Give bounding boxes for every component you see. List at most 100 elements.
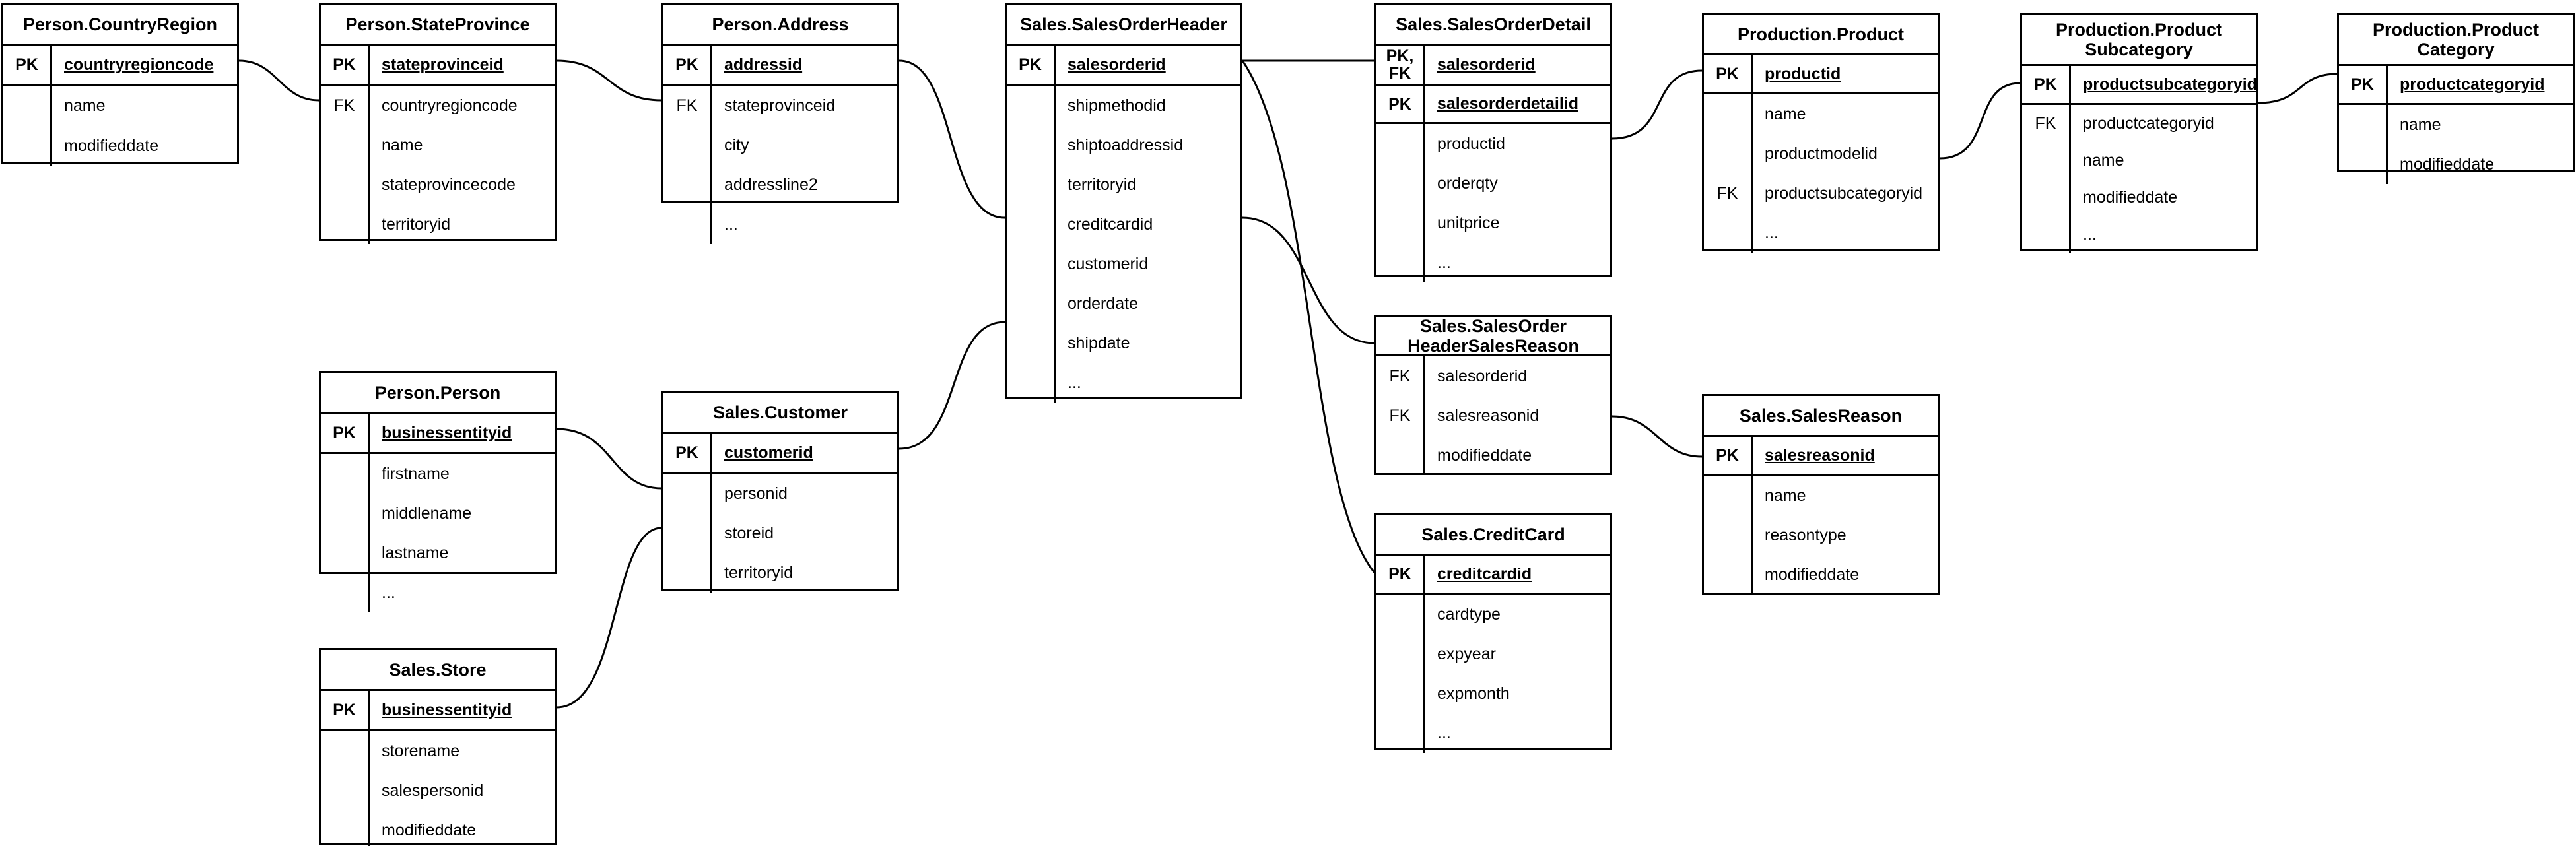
relationship-salesorderdetail-product[interactable] — [1594, 62, 1712, 148]
relationship-salesorderheader-salesorderdetail[interactable] — [1232, 51, 1392, 71]
attribute-row[interactable]: stateprovincecode — [321, 165, 555, 205]
attribute-row[interactable]: expyear — [1376, 634, 1610, 674]
attribute-key-badge: PK — [2022, 66, 2071, 103]
attribute-key-badge: PK — [1376, 86, 1425, 122]
relationship-salesorderheader-creditcard[interactable] — [1232, 52, 1385, 581]
attribute-row[interactable]: name — [3, 86, 237, 126]
attribute-row[interactable]: ... — [1376, 243, 1610, 282]
attribute-key-badge — [2339, 145, 2388, 184]
attribute-row[interactable]: orderdate — [1007, 284, 1240, 323]
attribute-row[interactable]: modifieddate — [1376, 436, 1610, 475]
attribute-row[interactable]: name — [321, 125, 555, 165]
attribute-name: salespersonid — [382, 781, 484, 800]
relationship-stateprovince-address[interactable] — [546, 52, 679, 110]
attribute-row[interactable]: middlename — [321, 494, 555, 533]
attribute-key-badge: PK — [663, 434, 712, 472]
attribute-row[interactable]: ... — [2022, 216, 2256, 253]
attribute-row[interactable]: name — [1704, 94, 1938, 134]
attribute-row[interactable]: lastname — [321, 533, 555, 573]
attribute-row[interactable]: productid — [1376, 124, 1610, 164]
attribute-row[interactable]: territoryid — [321, 205, 555, 244]
attribute-row[interactable]: modifieddate — [321, 810, 555, 846]
attribute-row[interactable]: shipdate — [1007, 323, 1240, 363]
attribute-row[interactable]: modifieddate — [2022, 179, 2256, 216]
attribute-name: salesorderid — [1437, 366, 1528, 385]
attribute-row[interactable]: firstname — [321, 454, 555, 494]
attribute-row[interactable]: ... — [321, 573, 555, 612]
attribute-row[interactable]: shipmethodid — [1007, 86, 1240, 125]
relationship-salesorderheader-sohsalesreason[interactable] — [1225, 208, 1385, 352]
attribute-row[interactable]: territoryid — [1007, 165, 1240, 205]
attribute-row[interactable]: ... — [1704, 213, 1938, 253]
attribute-row[interactable]: name — [2022, 142, 2256, 179]
attribute-row[interactable]: modifieddate — [2339, 145, 2573, 184]
relationship-address-salesorderheader[interactable] — [889, 52, 1023, 228]
entity-title: Person.CountryRegion — [3, 5, 237, 46]
attribute-key-badge: FK — [2022, 105, 2071, 142]
relationship-customer-salesorderheader[interactable] — [889, 312, 1023, 457]
relationship-sohsalesreason-salesreason[interactable] — [1594, 407, 1712, 465]
attribute-row[interactable]: orderqty — [1376, 164, 1610, 203]
attribute-key-badge — [1007, 323, 1056, 363]
attribute-row[interactable]: unitprice — [1376, 203, 1610, 243]
attribute-row[interactable]: productmodelid — [1704, 134, 1938, 174]
attribute-key-badge — [1704, 555, 1753, 595]
attribute-row[interactable]: addressline2 — [663, 165, 897, 205]
attribute-row[interactable]: modifieddate — [1704, 555, 1938, 595]
attribute-key-badge: PK — [1376, 556, 1425, 593]
attribute-row[interactable]: name — [1704, 476, 1938, 515]
attribute-row[interactable]: cardtype — [1376, 595, 1610, 634]
attribute-row[interactable]: ... — [663, 205, 897, 244]
attribute-row[interactable]: customerid — [1007, 244, 1240, 284]
attribute-row[interactable]: city — [663, 125, 897, 165]
attribute-row[interactable]: storeid — [663, 513, 897, 553]
attribute-row[interactable]: modifieddate — [3, 126, 237, 166]
attribute-row[interactable]: personid — [663, 474, 897, 513]
attribute-row[interactable]: expmonth — [1376, 674, 1610, 713]
attribute-row[interactable]: territoryid — [663, 553, 897, 593]
attribute-row[interactable]: creditcardid — [1007, 205, 1240, 244]
attribute-row[interactable]: storename — [321, 731, 555, 771]
attribute-row[interactable]: salespersonid — [321, 771, 555, 810]
attribute-name: addressid — [724, 55, 803, 74]
attribute-row[interactable]: name — [2339, 105, 2573, 145]
attribute-row[interactable]: reasontype — [1704, 515, 1938, 555]
attribute-row[interactable]: ... — [1376, 713, 1610, 753]
attribute-row[interactable]: ... — [1007, 363, 1240, 403]
attribute-row[interactable]: shiptoaddressid — [1007, 125, 1240, 165]
